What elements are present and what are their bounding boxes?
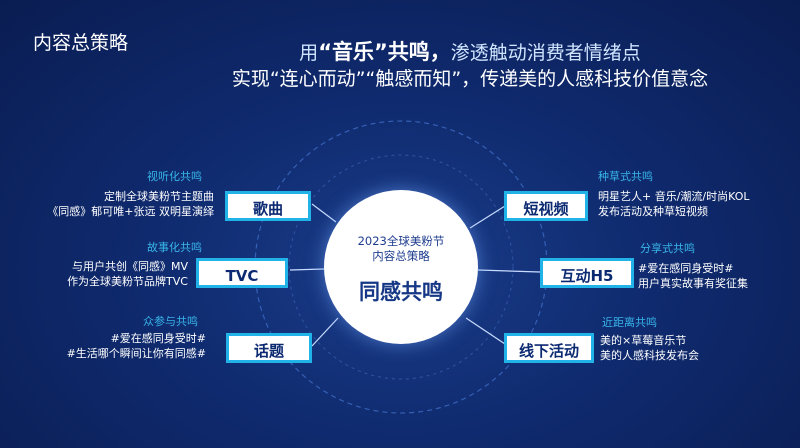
label-story: 故事化共鸣 — [147, 241, 202, 254]
label-sharing: 分享式共鸣 — [640, 242, 695, 255]
desc-song-line-1: 定制全球美粉节主题曲 — [104, 190, 214, 203]
desc-short-video-line-2: 发布活动及种草短视频 — [598, 205, 708, 218]
desc-short-video-line-1: 明星艺人+ 音乐/潮流/时尚KOL — [598, 190, 750, 203]
box-song: 歌曲 — [225, 191, 311, 221]
connector-topic — [311, 317, 339, 347]
connector-song — [311, 203, 337, 223]
center-subtitle: 2023全球美粉节 内容总策略 — [324, 234, 478, 264]
connector-offline — [465, 317, 506, 345]
headline-prefix: 用 — [299, 42, 319, 64]
center-title: 同感共鸣 — [359, 280, 443, 304]
desc-h5-line-2: 用户真实故事有奖征集 — [638, 277, 748, 290]
desc-short-video: 明星艺人+ 音乐/潮流/时尚KOL 发布活动及种草短视频 — [598, 189, 750, 219]
headline-line-1: 用“音乐”共鸣，渗透触动消费者情绪点 — [160, 36, 780, 66]
inner-dashed-ring — [288, 154, 514, 380]
label-proximity: 近距离共鸣 — [602, 316, 657, 329]
connector-short-video — [469, 205, 506, 229]
desc-offline-line-2: 美的人感科技发布会 — [600, 349, 699, 362]
label-seeding: 种草式共鸣 — [598, 170, 653, 183]
box-offline-event: 线下活动 — [504, 333, 594, 363]
headline-suffix: 渗透触动消费者情绪点 — [450, 42, 641, 64]
label-audiovisual: 视听化共鸣 — [147, 170, 202, 183]
label-participation: 众参与共鸣 — [143, 315, 198, 328]
center-circle: 2023全球美粉节 内容总策略 同感共鸣 — [324, 190, 478, 344]
connector-tvc — [289, 268, 325, 271]
center-subtitle-1: 2023全球美粉节 — [357, 234, 445, 248]
headline-highlight: “音乐”共鸣， — [318, 40, 451, 64]
box-interactive-h5: 互动H5 — [540, 258, 634, 288]
connector-h5 — [477, 269, 541, 273]
desc-topic: #爱在感同身受时# #生活哪个瞬间让你有同感# — [67, 331, 206, 361]
desc-tvc: 与用户共创《同感》MV 作为全球美粉节品牌TVC — [67, 259, 188, 289]
desc-song-line-2: 《同感》郁可唯+张远 双明星演绎 — [47, 205, 214, 218]
desc-h5-line-1: #爱在感同身受时# — [638, 262, 734, 275]
desc-tvc-line-2: 作为全球美粉节品牌TVC — [67, 275, 188, 288]
box-short-video: 短视频 — [504, 191, 588, 221]
desc-offline-line-1: 美的×草莓音乐节 — [600, 334, 687, 347]
page-title: 内容总策略 — [33, 32, 129, 54]
center-subtitle-2: 内容总策略 — [372, 249, 430, 263]
box-tvc: TVC — [196, 258, 288, 288]
desc-topic-line-1: #爱在感同身受时# — [110, 332, 206, 345]
box-topic: 话题 — [226, 333, 312, 363]
desc-offline: 美的×草莓音乐节 美的人感科技发布会 — [600, 333, 699, 363]
desc-song: 定制全球美粉节主题曲 《同感》郁可唯+张远 双明星演绎 — [47, 189, 214, 219]
desc-topic-line-2: #生活哪个瞬间让你有同感# — [66, 347, 206, 360]
desc-h5: #爱在感同身受时# 用户真实故事有奖征集 — [638, 261, 748, 291]
headline-line-2: 实现“连心而动”“触感而知”，传递美的人感科技价值意念 — [231, 68, 709, 90]
desc-tvc-line-1: 与用户共创《同感》MV — [71, 260, 188, 273]
